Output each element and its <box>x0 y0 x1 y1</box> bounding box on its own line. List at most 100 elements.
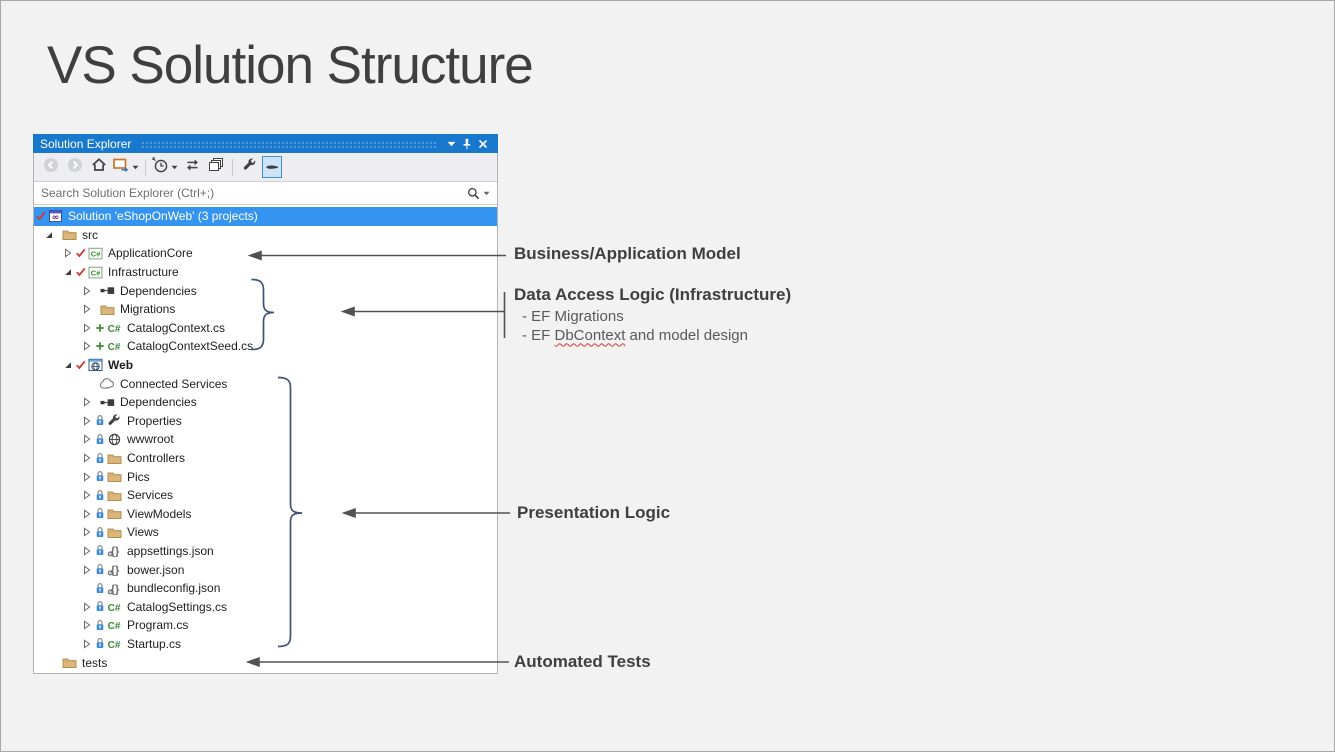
expander-collapsed-icon[interactable] <box>82 304 95 314</box>
lock-icon <box>95 526 106 539</box>
annotation-item-text: and model design <box>625 326 748 344</box>
solution-explorer-titlebar[interactable]: Solution Explorer <box>33 134 498 153</box>
annotation-business-model: Business/Application Model <box>514 243 741 264</box>
tree-row[interactable]: ViewModels <box>34 505 497 524</box>
search-input[interactable] <box>41 186 465 200</box>
dependencies-icon <box>99 397 115 408</box>
expander-expanded-icon[interactable] <box>44 230 57 240</box>
search-box <box>34 181 497 205</box>
window-menu-icon[interactable] <box>443 136 459 152</box>
pin-icon[interactable] <box>459 136 475 152</box>
tree-row[interactable]: Dependencies <box>34 281 497 300</box>
dropdown-caret-icon[interactable] <box>132 165 139 170</box>
tree-row[interactable]: C#Startup.cs <box>34 635 497 654</box>
tree-row[interactable]: src <box>34 226 497 245</box>
expander-collapsed-icon[interactable] <box>82 416 95 426</box>
tree-row[interactable]: Properties <box>34 412 497 431</box>
search-caret-icon[interactable] <box>483 191 490 196</box>
annotation-item-misspelled-word: DbContext <box>554 326 626 344</box>
expander-collapsed-icon[interactable] <box>82 397 95 407</box>
cloud-icon <box>99 377 115 390</box>
tree-row[interactable]: C# ApplicationCore <box>34 244 497 263</box>
expander-collapsed-icon[interactable] <box>82 490 95 500</box>
solution-explorer-title: Solution Explorer <box>40 136 132 151</box>
properties-icon <box>242 157 257 177</box>
svg-text:∞: ∞ <box>51 213 59 223</box>
tree-row[interactable]: Connected Services <box>34 374 497 393</box>
expander-collapsed-icon[interactable] <box>82 434 95 445</box>
expander-expanded-icon[interactable] <box>63 360 76 370</box>
folder-icon <box>106 489 122 502</box>
pending-changes-filter-icon <box>152 156 169 178</box>
collapse-all-button[interactable] <box>205 156 227 178</box>
home-button[interactable] <box>88 156 110 178</box>
tree-row[interactable]: Migrations <box>34 300 497 319</box>
csproj-icon: C# <box>87 247 103 260</box>
folder-icon <box>106 470 122 483</box>
json-icon: {} <box>106 563 122 576</box>
expander-collapsed-icon[interactable] <box>82 527 95 538</box>
preview-selected-items-button[interactable] <box>262 156 282 178</box>
tree-row[interactable]: wwwroot <box>34 430 497 449</box>
dependencies-icon <box>99 285 115 296</box>
lock-icon <box>95 600 106 613</box>
sync-with-active-document-icon <box>113 157 130 177</box>
expander-expanded-icon[interactable] <box>63 267 76 277</box>
forward-button[interactable] <box>64 156 86 178</box>
dropdown-caret-icon[interactable] <box>171 165 178 170</box>
sync-with-active-document-button[interactable] <box>112 156 140 178</box>
tree-row[interactable]: Services <box>34 486 497 505</box>
close-icon[interactable] <box>475 136 491 152</box>
expander-collapsed-icon[interactable] <box>82 639 95 649</box>
expander-collapsed-icon[interactable] <box>82 546 95 556</box>
expander-collapsed-icon[interactable] <box>82 602 95 612</box>
back-icon <box>43 157 59 178</box>
tree-row[interactable]: C#Infrastructure <box>34 263 497 282</box>
tree-row[interactable]: {}bower.json <box>34 560 497 579</box>
pending-changes-filter-button[interactable] <box>151 156 179 178</box>
tree-row[interactable]: {}appsettings.json <box>34 542 497 561</box>
expander-collapsed-icon[interactable] <box>63 248 76 259</box>
tree-item-label: Migrations <box>120 302 176 317</box>
annotation-item: - EF Migrations <box>522 308 624 325</box>
json-icon: {} <box>106 544 122 557</box>
expander-collapsed-icon[interactable] <box>82 564 95 575</box>
tree-item-label: src <box>82 227 98 242</box>
tree-item-label: Properties <box>127 413 182 428</box>
expander-collapsed-icon[interactable] <box>82 471 95 482</box>
tree-row[interactable]: C#CatalogContext.cs <box>34 319 497 338</box>
tree-row[interactable]: Web <box>34 356 497 375</box>
tree-item-label: ApplicationCore <box>108 246 193 261</box>
tree-item-label: Pics <box>127 469 150 484</box>
red-check-icon <box>36 211 47 221</box>
annotation-item-text: - EF <box>522 326 555 344</box>
expander-collapsed-icon[interactable] <box>82 620 95 631</box>
expander-collapsed-icon[interactable] <box>82 453 95 463</box>
expander-collapsed-icon[interactable] <box>82 509 95 519</box>
lock-icon <box>95 433 106 446</box>
tree-row[interactable]: ∞Solution 'eShopOnWeb' (3 projects) <box>34 207 497 226</box>
tree-row[interactable]: Controllers <box>34 449 497 468</box>
tree-row[interactable]: Dependencies <box>34 393 497 412</box>
back-button[interactable] <box>40 156 62 178</box>
refresh-button[interactable] <box>181 156 203 178</box>
tree-row[interactable]: C#Program.cs <box>34 616 497 635</box>
expander-collapsed-icon[interactable] <box>82 285 95 296</box>
forward-icon <box>67 157 83 178</box>
tree-item-label: Dependencies <box>120 395 197 410</box>
tree-row[interactable]: tests <box>34 653 497 672</box>
expander-collapsed-icon[interactable] <box>82 341 95 352</box>
tree-row[interactable]: C#CatalogContextSeed.cs <box>34 337 497 356</box>
folder-icon <box>106 452 122 465</box>
tree-row[interactable]: Pics <box>34 467 497 486</box>
properties-button[interactable] <box>238 156 260 178</box>
csfile-icon: C# <box>106 601 122 613</box>
svg-text:C#: C# <box>90 250 100 259</box>
search-icon[interactable] <box>465 185 481 201</box>
svg-text:{}: {} <box>110 546 119 557</box>
tree-row[interactable]: Views <box>34 523 497 542</box>
expander-collapsed-icon[interactable] <box>82 323 95 333</box>
tree-row[interactable]: {}bundleconfig.json <box>34 579 497 598</box>
tree-row[interactable]: C#CatalogSettings.cs <box>34 597 497 616</box>
